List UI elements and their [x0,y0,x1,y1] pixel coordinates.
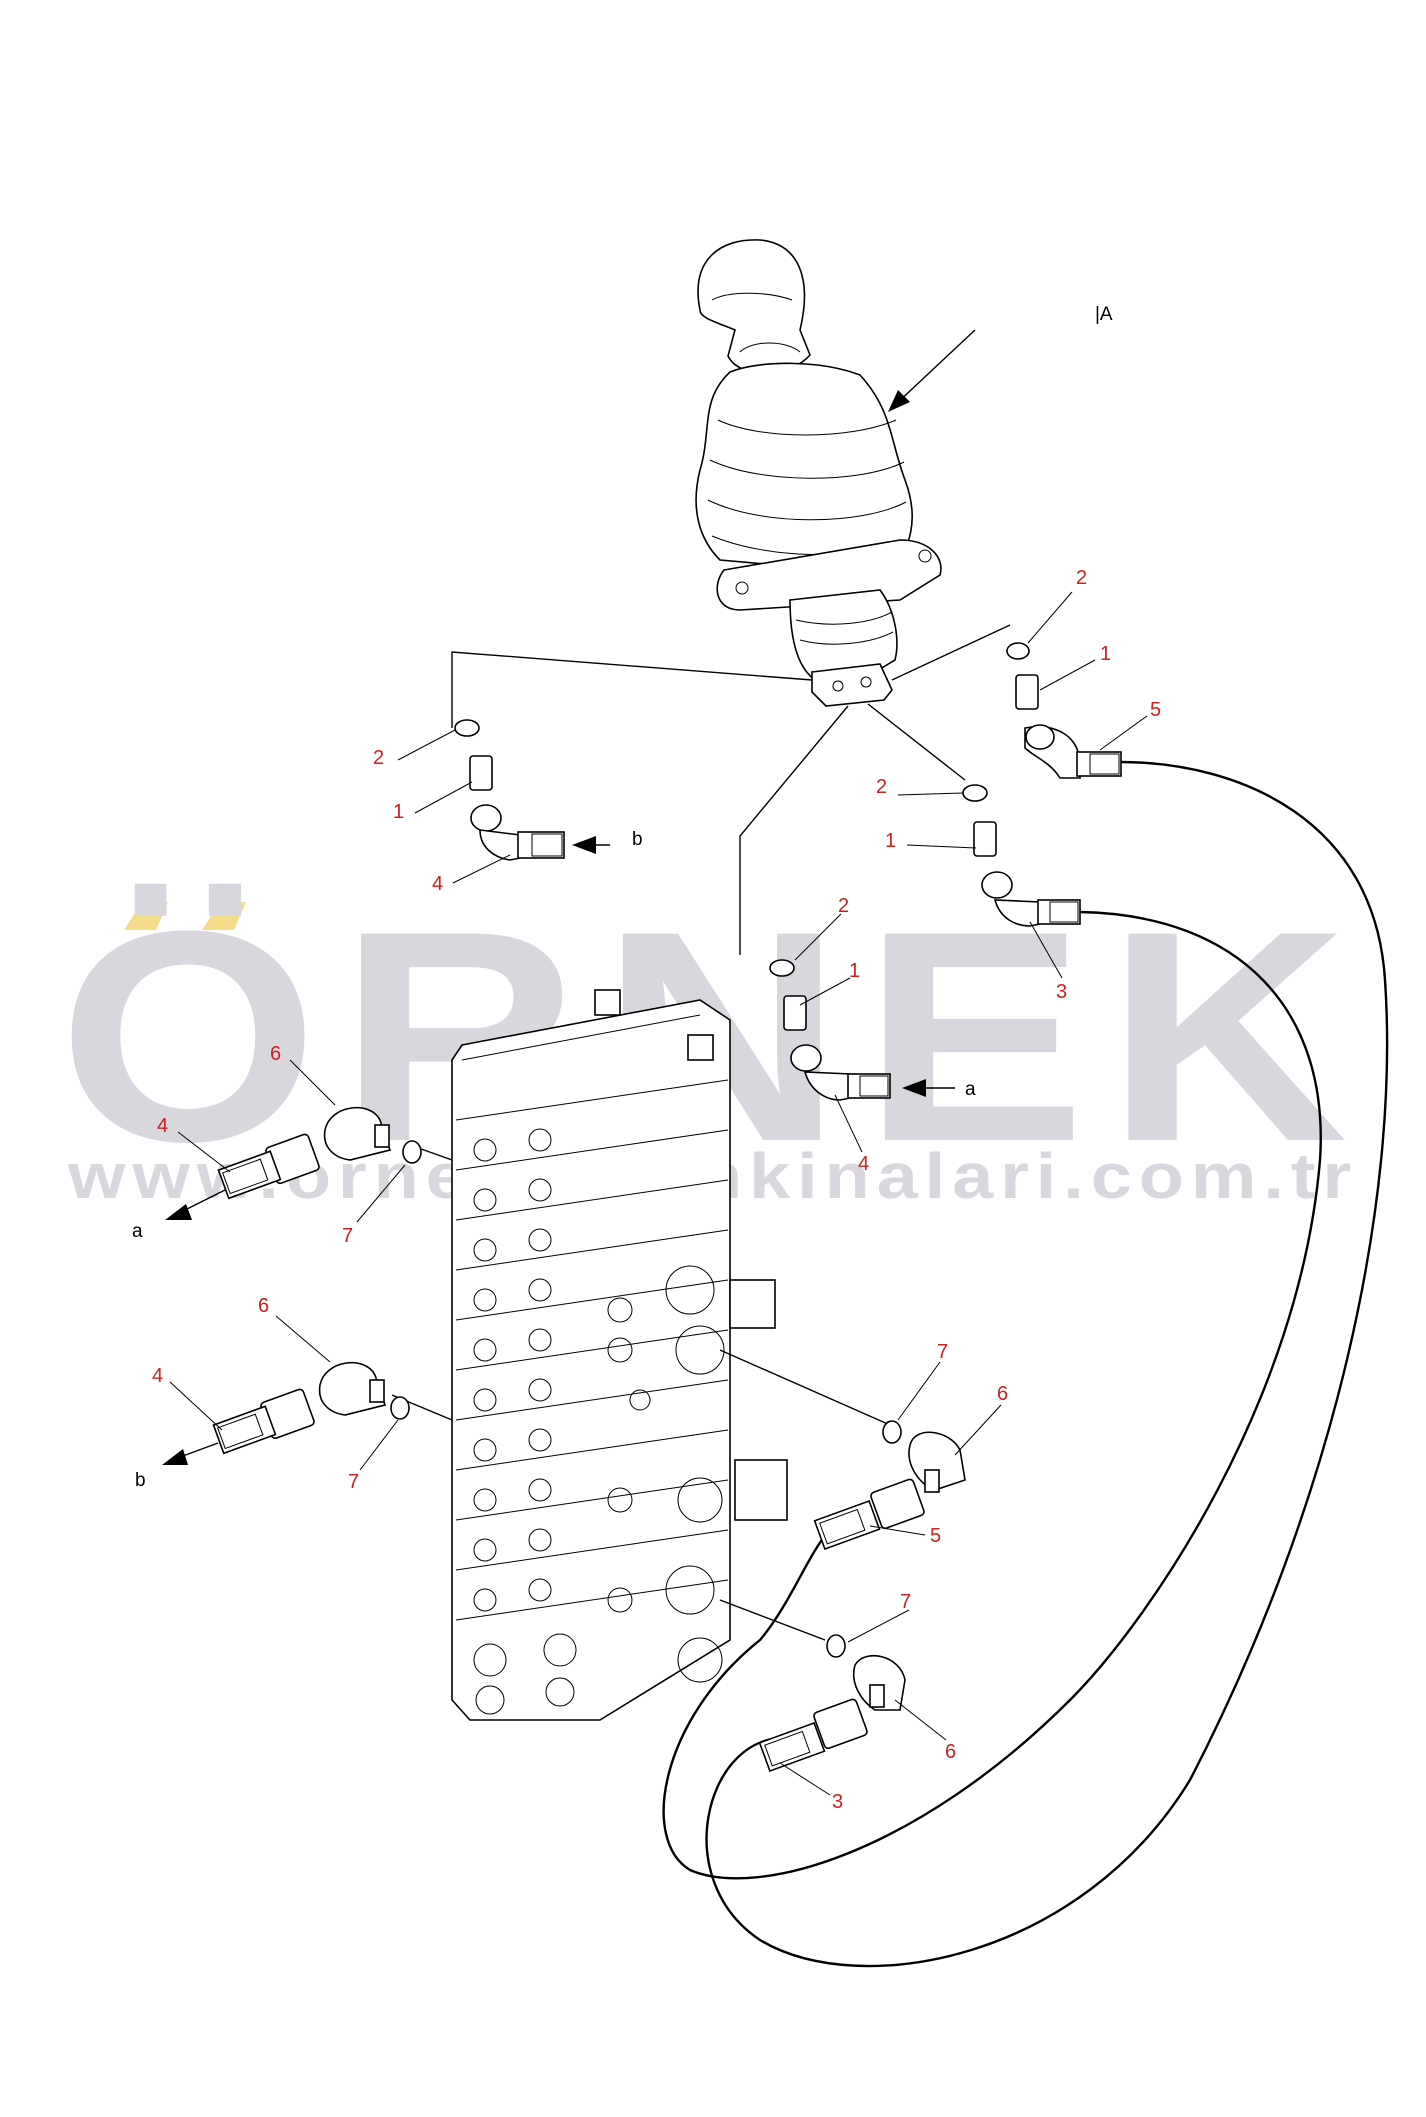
flow-letters: b a a b [132,829,976,1491]
callout-1-center: 1 [849,960,860,982]
callout-6-right-lower: 6 [945,1741,956,1763]
callout-6-upper-left: 6 [270,1043,281,1065]
watermark-umlaut-left [124,902,168,930]
o-ring [1006,642,1030,660]
fitting-set-top-right [1006,642,1122,779]
callout-2-top-right: 2 [1076,567,1087,589]
fitting-set-right-lower [758,1634,906,1773]
hoses [662,760,1389,1968]
callout-numbers: 2 1 5 2 1 4 2 1 3 2 1 4 6 4 7 6 4 7 7 6 … [152,567,1161,1813]
control-valve [391,989,891,1721]
callout-4-center: 4 [858,1153,869,1175]
joystick-assembly: |A [451,239,1113,955]
adapter [1015,674,1039,710]
fitting-set-left [454,719,610,861]
callout-5-right: 5 [930,1525,941,1547]
callout-1-mid: 1 [885,830,896,852]
hose-5 [705,760,1389,1968]
joystick-grip [697,239,811,374]
callout-7-right-lower: 7 [900,1591,911,1613]
callout-1-top-right: 1 [1100,643,1111,665]
fitting-set-center [769,959,955,1101]
fitting-set-upper-left [165,1106,422,1220]
callout-2-center: 2 [838,895,849,917]
callout-1-left: 1 [393,801,404,823]
callout-7-upper-left: 7 [342,1225,353,1247]
callout-2-mid: 2 [876,776,887,798]
fitting-set-mid [962,784,1081,927]
callout-5-top-right: 5 [1150,699,1161,721]
hose-3 [662,910,1322,1880]
view-label: |A [1095,304,1113,325]
joystick-port-block [811,663,893,707]
flow-label-b-left: b [135,1470,146,1491]
flow-label-a-left: a [132,1221,143,1242]
valve-side-fittings [594,989,788,1683]
valve-sections [455,1079,729,1621]
callout-3-bottom: 3 [832,1791,843,1813]
fitting-set-lower-left [162,1361,410,1465]
callout-3-mid: 3 [1056,981,1067,1003]
callout-6-right-upper: 6 [997,1383,1008,1405]
flow-label-b-top: b [632,829,643,850]
callout-4-upper-left: 4 [157,1115,168,1137]
callout-7-lower-left: 7 [348,1471,359,1493]
joystick-boot [695,362,913,576]
valve-port-holes [473,1128,577,1715]
watermark-umlaut-right [202,902,246,930]
callout-2-left: 2 [373,747,384,769]
flow-label-a-center: a [965,1079,976,1100]
hose-end [1076,751,1122,777]
callout-6-lower-left: 6 [258,1295,269,1317]
callout-4-lower-left: 4 [152,1365,163,1387]
joystick-flange [716,539,942,611]
callout-7-right-upper: 7 [937,1341,948,1363]
fitting-set-right-upper [813,1420,966,1551]
callout-leaders [169,591,1148,1796]
callout-4-left: 4 [432,873,443,895]
